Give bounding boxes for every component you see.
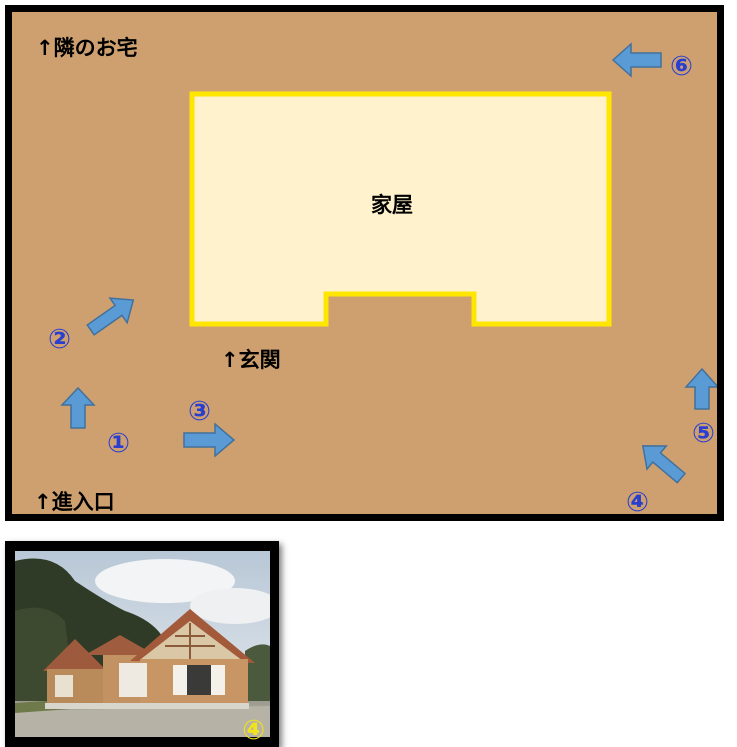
arrow-right-icon	[183, 422, 236, 458]
neighbor-label: ↑隣のお宅	[36, 36, 138, 60]
marker-1: ①	[107, 428, 130, 459]
photo-image	[15, 551, 270, 737]
marker-6: ⑥	[670, 51, 693, 82]
arrow-up-icon	[684, 367, 717, 410]
arrow-up-left-icon	[641, 445, 687, 484]
arrow-left-icon	[611, 42, 662, 78]
house-outline	[189, 91, 612, 327]
house-photo: ④	[5, 541, 279, 747]
arrow-up-right-icon	[86, 297, 135, 336]
house-label: 家屋	[371, 193, 413, 217]
marker-2: ②	[48, 324, 71, 355]
arrows-layer	[60, 42, 717, 484]
approach-label: ↑進入口	[34, 490, 115, 514]
marker-5: ⑤	[692, 418, 715, 449]
arrow-up-icon	[60, 386, 96, 429]
marker-3: ③	[188, 396, 211, 427]
entrance-label: ↑玄関	[221, 348, 281, 372]
photo-marker: ④	[242, 715, 265, 746]
site-plan: ↑隣のお宅 家屋 ↑玄関 ↑進入口 ① ② ③ ④ ⑤ ⑥	[5, 5, 724, 521]
house-photo-illustration	[15, 551, 270, 737]
marker-4: ④	[626, 487, 649, 518]
